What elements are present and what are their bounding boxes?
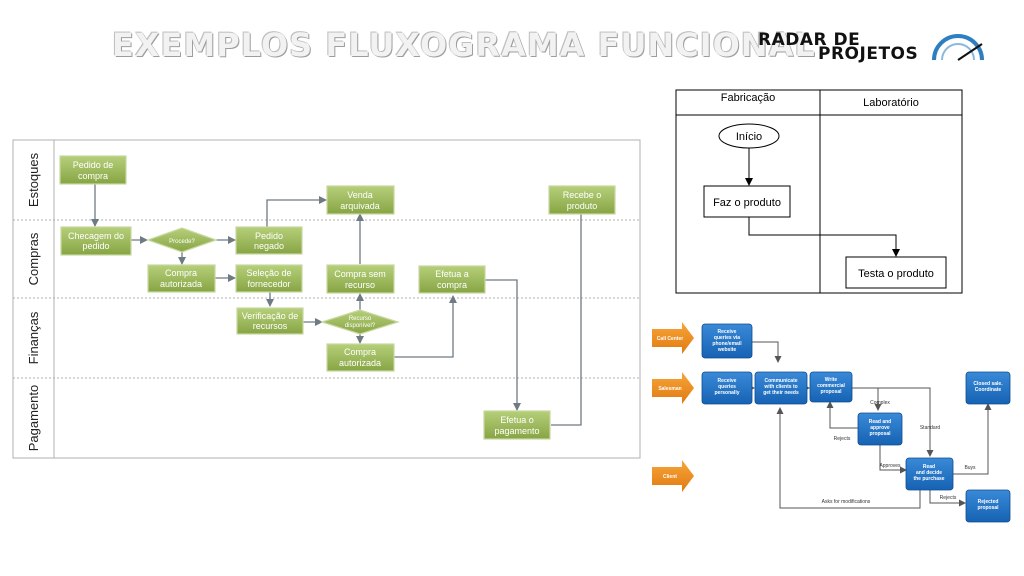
actor-salesman-arrow [652, 372, 694, 404]
edge-label-buys: Buys [964, 465, 976, 471]
connector [860, 387, 934, 457]
edge-label-rejects-2: Rejects [940, 495, 957, 501]
node-procede: Procede? [169, 239, 195, 245]
lane-label-estoques: Estoques [26, 152, 41, 207]
lane-label-compras: Compras [26, 232, 41, 285]
edge-label-rejects-1: Rejects [834, 436, 851, 442]
step-testa-produto [845, 256, 947, 289]
step-faz-produto [703, 185, 791, 218]
radar-icon [932, 34, 984, 61]
logo-line2: PROJETOS [818, 44, 919, 64]
step-faz-produto-label: Faz o produto [713, 197, 781, 209]
connector [879, 440, 907, 474]
actor-client-arrow [652, 460, 694, 492]
box-closed-sale: Closed sale.Coordinate [973, 381, 1003, 393]
edge-label-standard: Standard [920, 425, 941, 431]
connector [929, 488, 966, 507]
connector [266, 196, 327, 227]
actor-salesman: Salesman [658, 386, 681, 392]
connector [852, 387, 882, 411]
edge-label-approves: Approves [879, 463, 901, 469]
edge-label-complex: Complex [870, 400, 890, 406]
column-fabricacao: Fabricação [721, 92, 775, 104]
step-testa-produto-label: Testa o produto [858, 268, 934, 280]
actor-callcenter-arrow [652, 322, 694, 354]
connector [826, 401, 858, 429]
lane-label-financas: Finanças [26, 311, 41, 364]
table-flowchart: Fabricação Laboratório Início Faz o prod… [675, 89, 963, 294]
lane-label-pagamento: Pagamento [26, 385, 41, 452]
connector [484, 279, 521, 411]
column-laboratorio: Laboratório [863, 97, 919, 109]
logo: RADAR DE PROJETOS [758, 30, 988, 64]
swimlane-diagram: Estoques Compras Finanças Pagamento [12, 139, 641, 459]
connector [752, 341, 782, 363]
start-label: Início [736, 131, 762, 143]
connector [776, 407, 921, 509]
connector [953, 403, 992, 475]
connector [393, 295, 457, 358]
edge-label-asks: Asks for modifications [822, 499, 871, 505]
connector [551, 199, 585, 426]
actor-client: Client [663, 474, 677, 480]
page-title: EXEMPLOS FLUXOGRAMA FUNCIONAL [112, 26, 816, 64]
actor-callcenter: Call Center [657, 336, 683, 342]
connector [748, 217, 900, 257]
logo-line1: RADAR DE [758, 30, 861, 50]
